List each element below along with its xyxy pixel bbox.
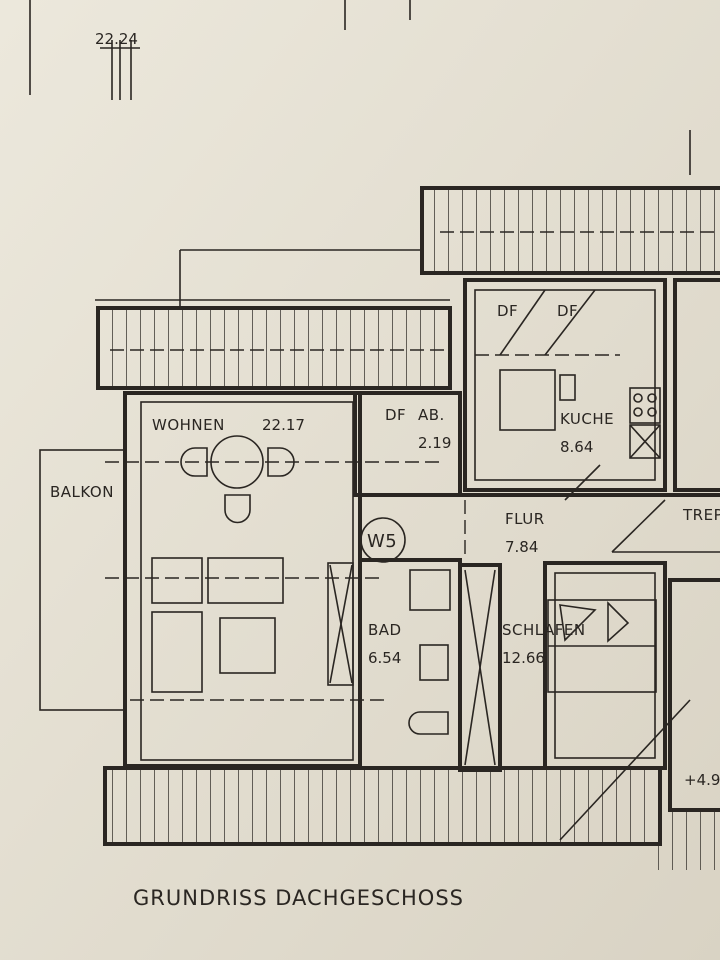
room-label-balkon: BALKON — [50, 483, 114, 501]
dimension-label: 22.24 — [95, 30, 138, 48]
unit-label: W5 — [367, 531, 397, 552]
room-label-treppe: TREP — [682, 506, 720, 524]
room-label-ab: AB. — [418, 406, 445, 424]
kitchen-furniture — [475, 289, 661, 459]
room-label-bad: BAD — [368, 621, 402, 639]
room-tag-df: DF — [385, 406, 406, 424]
room-label-schlafen: SCHLAFEN — [502, 621, 586, 639]
room-area-bad: 6.54 — [368, 649, 401, 667]
living-furniture — [151, 435, 295, 693]
roof-band-left — [96, 306, 452, 390]
room-area-ab: 2.19 — [418, 434, 451, 452]
kitchen-tag-df-2: DF — [557, 302, 578, 320]
level-marker: +4.9 — [684, 771, 720, 789]
room-area-flur: 7.84 — [505, 538, 538, 556]
bathroom-fixtures — [408, 569, 451, 735]
room-area-schlafen: 12.66 — [502, 649, 545, 667]
room-label-flur: FLUR — [505, 510, 545, 528]
dimension-marker: 22.24 — [29, 0, 691, 175]
room-label-kuche: KUCHE — [560, 410, 614, 428]
walls — [105, 278, 720, 841]
drawing-title: GRUNDRISS DACHGESCHOSS — [133, 886, 464, 910]
room-area-kuche: 8.64 — [560, 438, 593, 456]
room-area-wohnen: 22.17 — [262, 416, 305, 434]
roof-band-top — [420, 186, 720, 275]
room-label-wohnen: WOHNEN — [152, 416, 225, 434]
kitchen-tag-df-1: DF — [497, 302, 518, 320]
unit-badge — [360, 517, 406, 563]
bed — [547, 599, 657, 693]
